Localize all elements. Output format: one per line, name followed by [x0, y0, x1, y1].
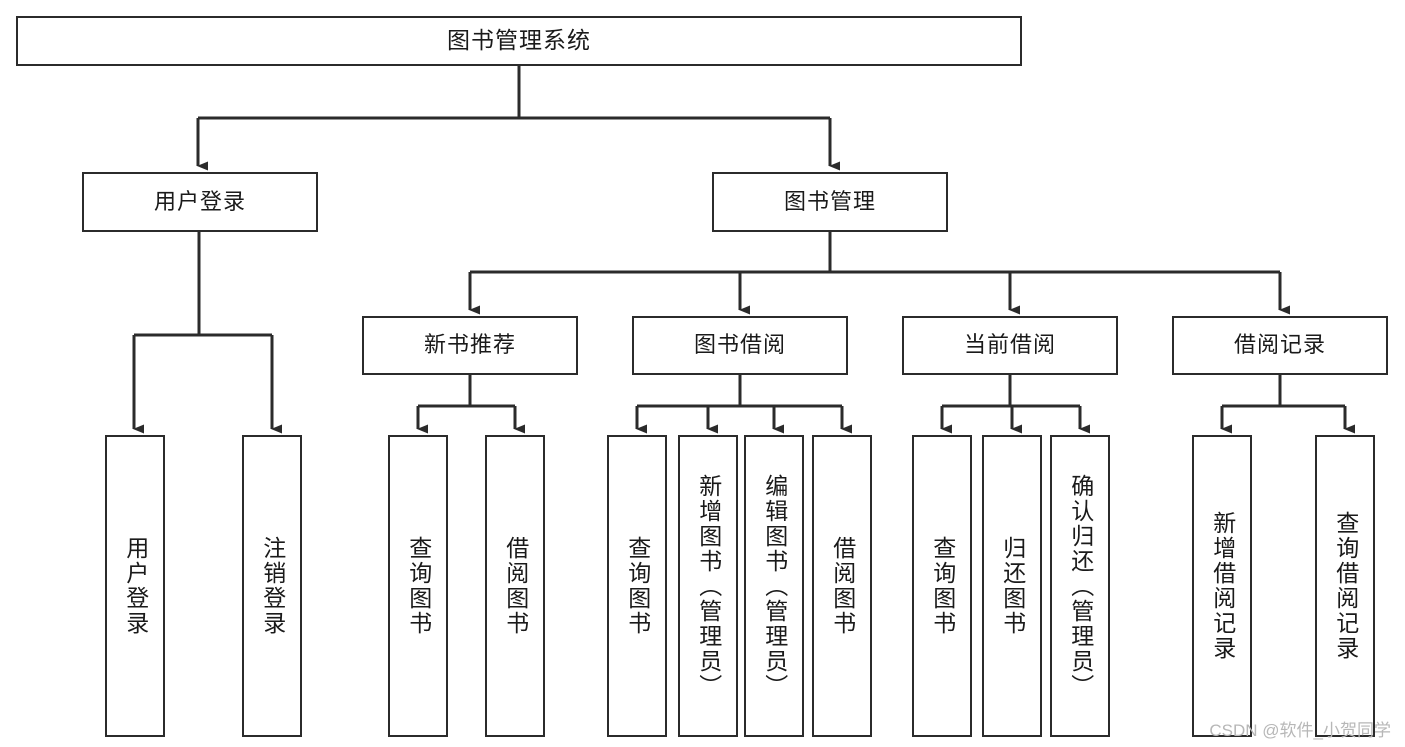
node-book-borrow[interactable]: 图书借阅	[632, 316, 848, 375]
node-leaf-query-book-1-label: 查询图书	[405, 536, 432, 636]
node-leaf-add-book[interactable]: 新增图书（管理员）	[678, 435, 738, 737]
node-leaf-add-book-label: 新增图书（管理员）	[695, 473, 722, 699]
node-current-borrow[interactable]: 当前借阅	[902, 316, 1118, 375]
node-leaf-edit-book[interactable]: 编辑图书（管理员）	[744, 435, 804, 737]
connector-book-borrow-to-leaves	[635, 375, 852, 434]
node-leaf-confirm-return[interactable]: 确认归还（管理员）	[1050, 435, 1110, 737]
node-leaf-confirm-return-label: 确认归还（管理员）	[1067, 473, 1094, 699]
node-root[interactable]: 图书管理系统	[16, 16, 1022, 66]
node-book-manage-label: 图书管理	[783, 188, 876, 214]
node-leaf-edit-book-label: 编辑图书（管理员）	[761, 473, 788, 699]
node-leaf-user-login-label: 用户登录	[122, 536, 149, 636]
node-book-manage[interactable]: 图书管理	[712, 172, 948, 232]
node-leaf-return-book[interactable]: 归还图书	[982, 435, 1042, 737]
node-leaf-query-record[interactable]: 查询借阅记录	[1315, 435, 1375, 737]
connector-book-manage-to-level3	[468, 232, 1290, 315]
node-leaf-borrow-book-2[interactable]: 借阅图书	[812, 435, 872, 737]
connector-current-borrow-to-leaves	[940, 375, 1090, 434]
node-borrow-record-label: 借阅记录	[1233, 332, 1326, 358]
node-leaf-borrow-book-1[interactable]: 借阅图书	[485, 435, 545, 737]
node-leaf-query-record-label: 查询借阅记录	[1332, 511, 1359, 661]
node-leaf-query-book-1[interactable]: 查询图书	[388, 435, 448, 737]
node-leaf-logout[interactable]: 注销登录	[242, 435, 302, 737]
node-leaf-borrow-book-1-label: 借阅图书	[502, 536, 529, 636]
node-new-book-rec-label: 新书推荐	[423, 332, 516, 358]
node-root-label: 图书管理系统	[447, 27, 591, 54]
node-new-book-rec[interactable]: 新书推荐	[362, 316, 578, 375]
node-leaf-return-book-label: 归还图书	[999, 536, 1026, 636]
node-leaf-add-record[interactable]: 新增借阅记录	[1192, 435, 1252, 737]
node-leaf-query-book-2[interactable]: 查询图书	[607, 435, 667, 737]
node-book-borrow-label: 图书借阅	[693, 332, 786, 358]
node-borrow-record[interactable]: 借阅记录	[1172, 316, 1388, 375]
node-leaf-borrow-book-2-label: 借阅图书	[829, 536, 856, 636]
node-leaf-query-book-3-label: 查询图书	[929, 536, 956, 636]
node-leaf-add-record-label: 新增借阅记录	[1209, 511, 1236, 661]
connector-user-login-to-leaves	[132, 232, 282, 434]
node-user-login-label: 用户登录	[153, 188, 246, 214]
node-current-borrow-label: 当前借阅	[963, 332, 1056, 358]
connector-root-to-level2	[196, 66, 840, 171]
connector-new-book-rec-to-leaves	[416, 375, 525, 434]
node-leaf-query-book-3[interactable]: 查询图书	[912, 435, 972, 737]
node-leaf-logout-label: 注销登录	[259, 536, 286, 636]
connector-borrow-record-to-leaves	[1220, 375, 1355, 434]
node-user-login[interactable]: 用户登录	[82, 172, 318, 232]
node-leaf-query-book-2-label: 查询图书	[624, 536, 651, 636]
node-leaf-user-login[interactable]: 用户登录	[105, 435, 165, 737]
watermark: CSDN @软件_小贺同学	[1209, 721, 1391, 740]
